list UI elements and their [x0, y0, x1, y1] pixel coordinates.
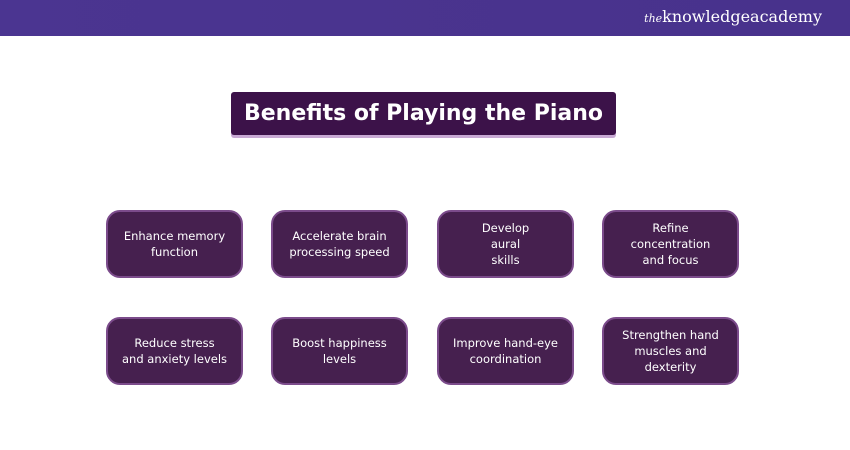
header-bar: theknowledgeacademy [0, 0, 850, 36]
benefit-card: Enhance memory function [106, 210, 243, 278]
benefit-card: Reduce stress and anxiety levels [106, 317, 243, 385]
benefit-card: Accelerate brain processing speed [271, 210, 408, 278]
benefit-card: Boost happiness levels [271, 317, 408, 385]
benefit-card: Refine concentration and focus [602, 210, 739, 278]
page-title: Benefits of Playing the Piano [231, 92, 616, 135]
logo-prefix: the [644, 12, 663, 25]
benefit-card: Strengthen hand muscles and dexterity [602, 317, 739, 385]
brand-logo: theknowledgeacademy [644, 7, 822, 26]
benefit-card: Improve hand-eye coordination [437, 317, 574, 385]
benefit-card: Develop aural skills [437, 210, 574, 278]
logo-name: knowledgeacademy [662, 7, 822, 26]
